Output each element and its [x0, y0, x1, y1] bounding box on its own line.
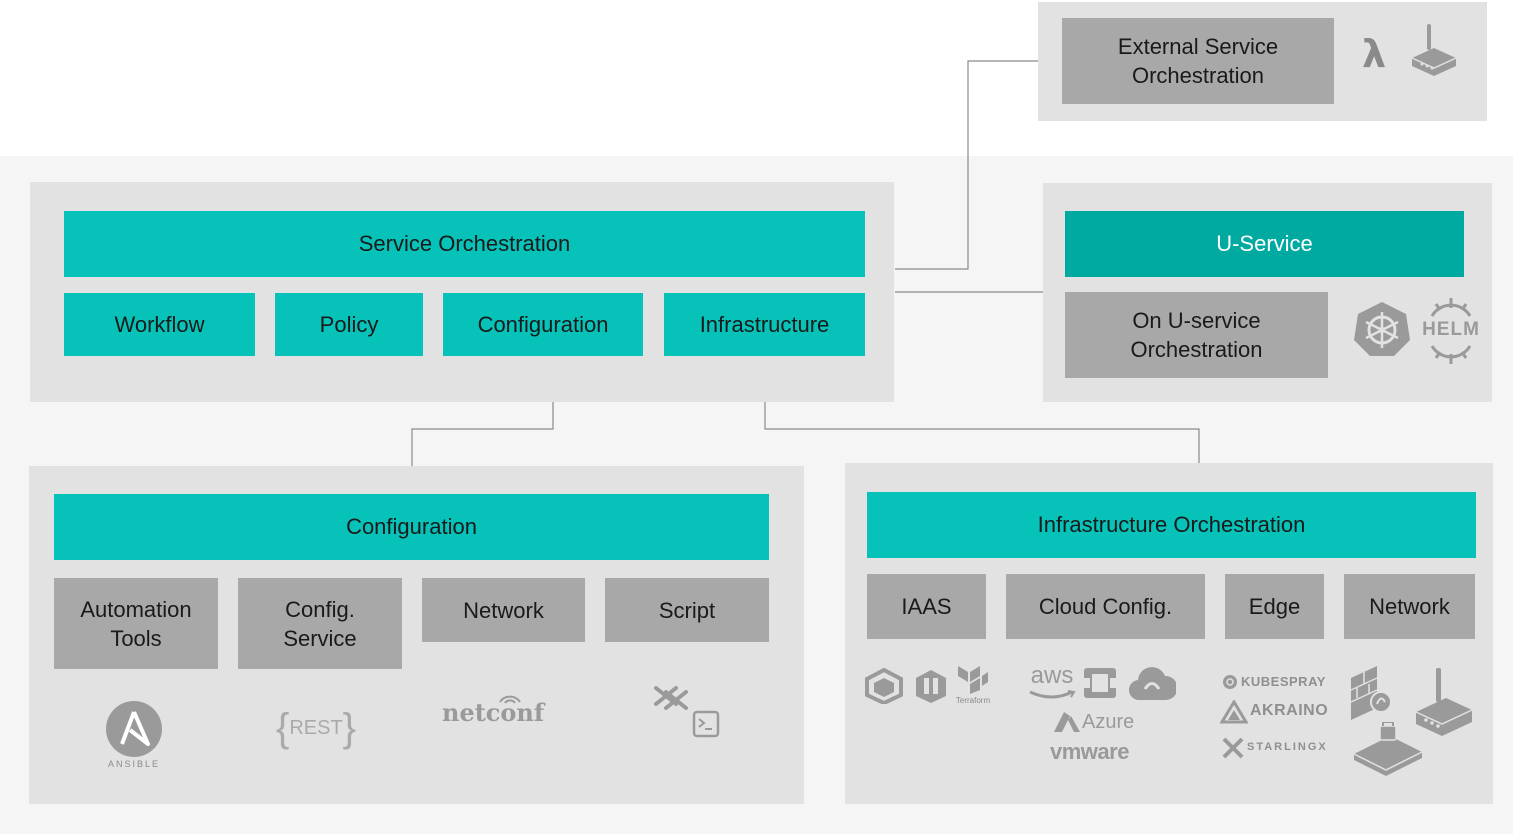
akraino-label: AKRAINO: [1250, 702, 1329, 719]
kubespray-label: KUBESPRAY: [1241, 674, 1326, 689]
aws-smile-icon: [1029, 690, 1076, 699]
on-u-service-orchestration-box[interactable]: On U-service Orchestration: [1065, 292, 1328, 378]
cloud-config-box[interactable]: Cloud Config.: [1006, 574, 1205, 639]
ansible-label: ANSIBLE: [107, 759, 161, 769]
vmware-label: vmware: [1050, 739, 1129, 764]
aws-label: aws: [1030, 662, 1074, 689]
secure-device-icon: [1353, 722, 1423, 776]
policy-box[interactable]: Policy: [275, 293, 423, 356]
infrastructure-box[interactable]: Infrastructure: [664, 293, 865, 356]
script-box[interactable]: Script: [605, 578, 769, 642]
lambda-icon: λ: [1362, 32, 1387, 76]
edge-box[interactable]: Edge: [1225, 574, 1324, 639]
script-terminal-icon: [654, 686, 720, 738]
netconf-logo: netconf: [442, 692, 545, 732]
netconf-label: netconf: [442, 698, 545, 727]
automation-tools-box[interactable]: Automation Tools: [54, 578, 218, 669]
network-infra-box[interactable]: Network: [1344, 574, 1475, 639]
starlingx-label: STARLINGX: [1247, 741, 1328, 753]
cloud-upload-icon: [1129, 667, 1176, 701]
starlingx-icon: [1222, 737, 1244, 759]
akraino-icon: [1220, 700, 1248, 724]
azure-label: Azure: [1082, 711, 1135, 733]
infrastructure-orchestration-header[interactable]: Infrastructure Orchestration: [867, 492, 1476, 558]
firewall-icon: [1350, 666, 1392, 720]
configuration-box[interactable]: Configuration: [443, 293, 643, 356]
helm-label: HELM: [1422, 319, 1480, 340]
configuration-header[interactable]: Configuration: [54, 494, 769, 560]
wifi-arc-icon: [499, 695, 521, 704]
iaas-box[interactable]: IAAS: [867, 574, 986, 639]
kubernetes-icon: [1354, 302, 1410, 356]
network-config-box[interactable]: Network: [422, 578, 585, 642]
rest-logo: {REST}: [275, 706, 357, 750]
rest-label: REST: [289, 716, 343, 739]
external-service-orchestration-box[interactable]: External Service Orchestration: [1062, 18, 1334, 104]
edge-router-icon: [1415, 668, 1473, 736]
workflow-box[interactable]: Workflow: [64, 293, 255, 356]
router-device-icon: [1411, 24, 1457, 76]
terraform-label: Terraform: [955, 696, 991, 705]
terraform-icon: [958, 666, 988, 694]
openstack-square-icon: [1084, 668, 1116, 698]
ansible-logo-icon: [106, 701, 162, 757]
u-service-header[interactable]: U-Service: [1065, 211, 1464, 277]
config-service-box[interactable]: Config. Service: [238, 578, 402, 669]
kubespray-icon: [1223, 675, 1237, 689]
azure-icon: [1054, 712, 1080, 732]
service-orchestration-header[interactable]: Service Orchestration: [64, 211, 865, 277]
helm-icon: [1430, 298, 1472, 364]
openshift-icon: [916, 670, 946, 703]
openstack-icon: [865, 668, 903, 704]
